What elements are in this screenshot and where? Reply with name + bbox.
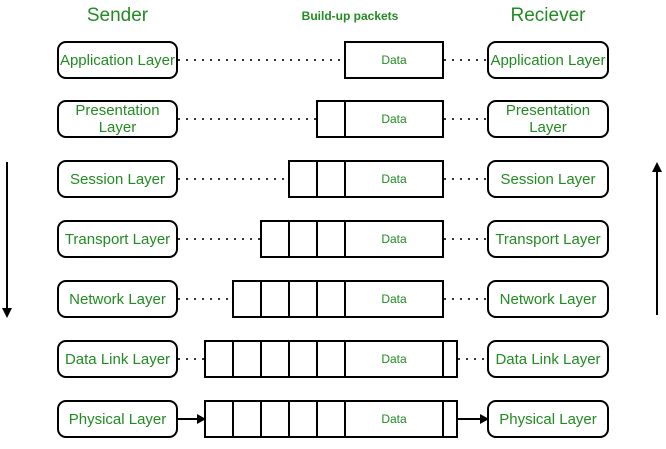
sender-layer-box: Data Link Layer bbox=[57, 340, 178, 378]
packet: Data bbox=[204, 400, 458, 438]
receiver-layer-label: Session Layer bbox=[500, 170, 596, 188]
packet-header-cell bbox=[234, 282, 262, 316]
receiver-layer-label: Network Layer bbox=[499, 290, 597, 308]
receiver-layer-box: Presentation Layer bbox=[487, 100, 609, 138]
packet-header-cell bbox=[234, 402, 262, 436]
packet-header-cell bbox=[318, 282, 346, 316]
sender-layer-label: Physical Layer bbox=[68, 410, 167, 428]
sender-layer-label: Session Layer bbox=[69, 170, 166, 188]
right-connector bbox=[444, 118, 487, 120]
build-up-packets-title: Build-up packets bbox=[301, 9, 399, 23]
sender-layer-label: Transport Layer bbox=[64, 230, 171, 248]
data-label: Data bbox=[381, 53, 407, 67]
left-connector bbox=[178, 414, 206, 424]
data-label: Data bbox=[381, 352, 407, 366]
left-connector bbox=[178, 178, 288, 180]
receiver-layer-label: Data Link Layer bbox=[495, 350, 601, 368]
packet-header-cell bbox=[290, 402, 318, 436]
packet-header-cell bbox=[290, 282, 318, 316]
receiver-layer-box: Application Layer bbox=[487, 41, 609, 79]
packet: Data bbox=[316, 100, 444, 138]
sender-flow-arrow-line bbox=[6, 162, 8, 309]
packet: Data bbox=[232, 280, 444, 318]
packet-header-cell bbox=[318, 162, 346, 196]
packet-header-cell bbox=[290, 342, 318, 376]
packet-header-cell bbox=[318, 342, 346, 376]
data-label: Data bbox=[381, 172, 407, 186]
sender-layer-box: Session Layer bbox=[57, 160, 178, 198]
packet-data-cell: Data bbox=[346, 282, 442, 316]
layer-row: Session Layer Data Session Layer bbox=[0, 160, 666, 198]
packet-data-cell: Data bbox=[346, 342, 444, 376]
layer-row: Transport Layer Data Transport Layer bbox=[0, 220, 666, 258]
sender-layer-label: Data Link Layer bbox=[64, 350, 171, 368]
right-connector bbox=[444, 298, 487, 300]
left-connector bbox=[178, 358, 204, 360]
left-connector bbox=[178, 298, 232, 300]
left-connector bbox=[178, 118, 316, 120]
packet-header-cell bbox=[206, 342, 234, 376]
packet-header-cell bbox=[318, 102, 346, 136]
layer-row: Physical Layer Data Physical Layer bbox=[0, 400, 666, 438]
packet-header-cell bbox=[262, 222, 290, 256]
packet-data-cell: Data bbox=[346, 43, 442, 77]
receiver-layer-box: Physical Layer bbox=[487, 400, 609, 438]
packet-trailer-cell bbox=[444, 402, 456, 436]
packet-header-cell bbox=[290, 162, 318, 196]
packet-header-cell bbox=[262, 402, 290, 436]
left-connector bbox=[178, 59, 344, 61]
right-connector bbox=[458, 358, 487, 360]
layer-row: Presentation Layer Data Presentation Lay… bbox=[0, 100, 666, 138]
sender-layer-label: Network Layer bbox=[69, 290, 166, 308]
packet-header-cell bbox=[318, 402, 346, 436]
right-connector bbox=[444, 238, 487, 240]
packet: Data bbox=[288, 160, 444, 198]
packet-header-cell bbox=[234, 342, 262, 376]
packet-header-cell bbox=[290, 222, 318, 256]
left-connector bbox=[178, 238, 260, 240]
packet: Data bbox=[344, 41, 444, 79]
sender-layer-box: Application Layer bbox=[57, 41, 178, 79]
arrow-down-icon bbox=[2, 308, 12, 318]
packet: Data bbox=[204, 340, 458, 378]
sender-layer-label: Application Layer bbox=[59, 51, 176, 69]
receiver-layer-label: Presentation Layer bbox=[505, 102, 591, 136]
sender-layer-box: Presentation Layer bbox=[57, 100, 178, 138]
receiver-layer-box: Transport Layer bbox=[487, 220, 609, 258]
receiver-layer-box: Data Link Layer bbox=[487, 340, 609, 378]
right-connector bbox=[458, 414, 489, 424]
receiver-layer-box: Network Layer bbox=[487, 280, 609, 318]
sender-layer-box: Transport Layer bbox=[57, 220, 178, 258]
sender-layer-box: Network Layer bbox=[57, 280, 178, 318]
packet-header-cell bbox=[262, 282, 290, 316]
receiver-column-title: Reciever bbox=[510, 5, 586, 26]
data-label: Data bbox=[381, 412, 407, 426]
receiver-layer-label: Application Layer bbox=[490, 51, 606, 69]
data-label: Data bbox=[381, 232, 407, 246]
packet-header-cell bbox=[206, 402, 234, 436]
packet-data-cell: Data bbox=[346, 102, 442, 136]
receiver-layer-label: Transport Layer bbox=[495, 230, 601, 248]
layer-row: Data Link Layer Data Data Link Layer bbox=[0, 340, 666, 378]
receiver-layer-box: Session Layer bbox=[487, 160, 609, 198]
packet-data-cell: Data bbox=[346, 162, 442, 196]
layer-row: Application Layer Data Application Layer bbox=[0, 41, 666, 79]
data-label: Data bbox=[381, 292, 407, 306]
arrow-up-icon bbox=[652, 162, 662, 172]
receiver-flow-arrow-line bbox=[656, 171, 658, 315]
layer-row: Network Layer Data Network Layer bbox=[0, 280, 666, 318]
packet-data-cell: Data bbox=[346, 222, 442, 256]
packet-header-cell bbox=[262, 342, 290, 376]
sender-layer-label: Presentation Layer bbox=[75, 102, 160, 136]
sender-column-title: Sender bbox=[86, 5, 149, 26]
right-connector bbox=[444, 59, 487, 61]
right-connector bbox=[444, 178, 487, 180]
packet-header-cell bbox=[318, 222, 346, 256]
data-label: Data bbox=[381, 112, 407, 126]
packet: Data bbox=[260, 220, 444, 258]
packet-trailer-cell bbox=[444, 342, 456, 376]
receiver-layer-label: Physical Layer bbox=[499, 410, 597, 428]
packet-data-cell: Data bbox=[346, 402, 444, 436]
sender-layer-box: Physical Layer bbox=[57, 400, 178, 438]
